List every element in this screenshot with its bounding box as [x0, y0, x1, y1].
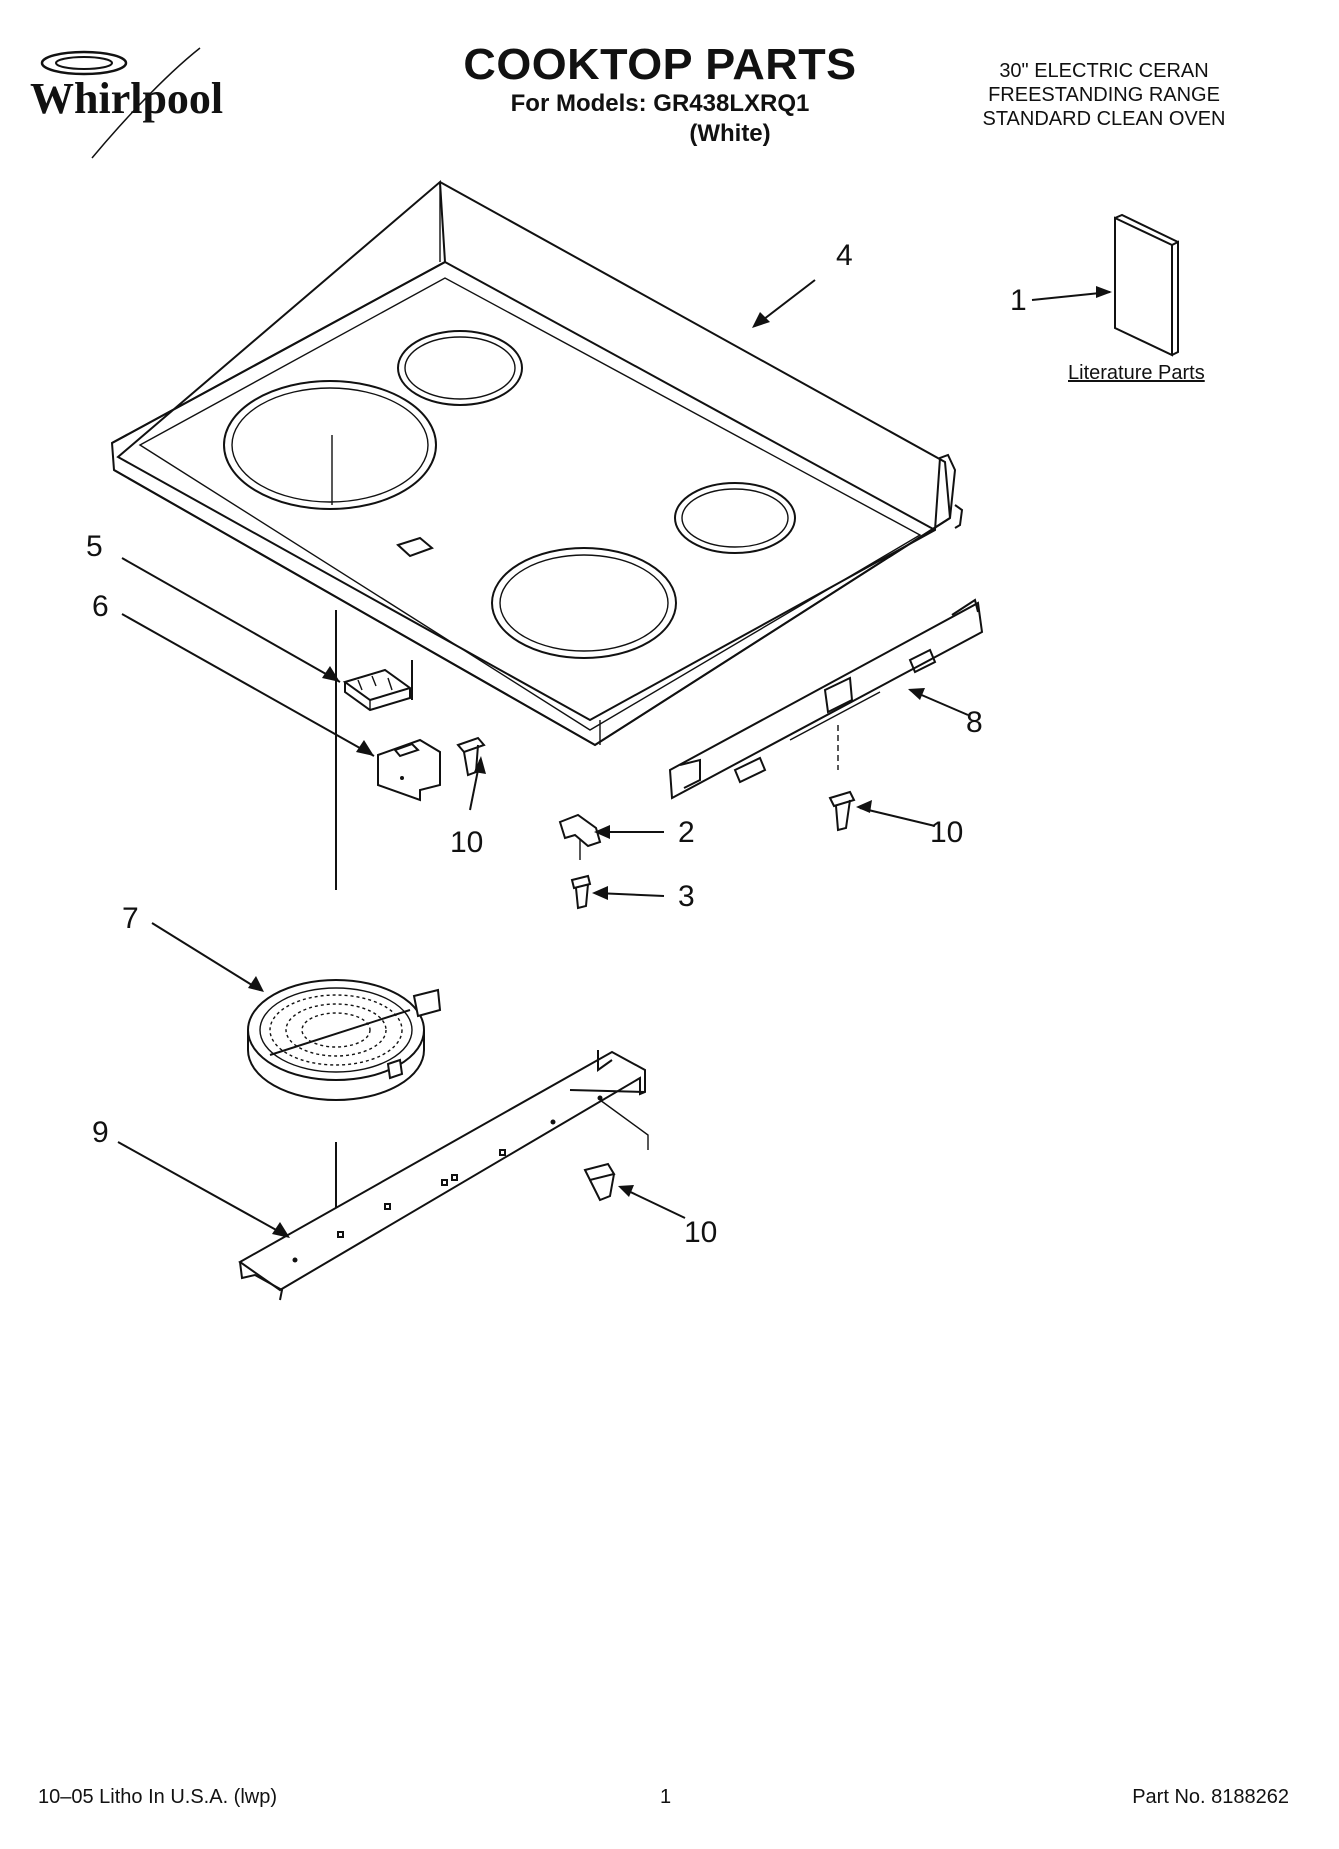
callout-10-front-rail-screw: 10	[684, 1216, 717, 1249]
callout-3: 3	[678, 880, 695, 913]
color-line: (White)	[689, 120, 771, 147]
literature-parts-label: Literature Parts	[1068, 362, 1205, 384]
leader-lines	[117, 279, 1112, 1238]
screw-part	[456, 736, 486, 777]
literature-part	[1114, 213, 1179, 357]
callout-1: 1	[1010, 284, 1027, 317]
clip-screw-part	[570, 874, 592, 910]
rail-screw-part	[828, 790, 856, 832]
footer-page-number: 1	[660, 1786, 672, 1808]
callout-10-rail-screw: 10	[930, 816, 963, 849]
spec-line-2: FREESTANDING RANGE	[988, 84, 1220, 106]
front-rail-screw-part	[583, 1162, 616, 1202]
rear-rail-part	[668, 598, 984, 800]
whirlpool-logo: Whirlpool	[30, 47, 223, 159]
switch-part	[342, 668, 413, 712]
page-title: COOKTOP PARTS	[463, 40, 857, 89]
clip-part	[558, 813, 602, 848]
callout-4: 4	[836, 239, 853, 272]
footer-litho: 10–05 Litho In U.S.A. (lwp)	[38, 1786, 278, 1808]
bracket-part	[377, 738, 441, 802]
callout-5: 5	[86, 530, 103, 563]
spec-line-3: STANDARD CLEAN OVEN	[982, 108, 1226, 130]
logo-wordmark: Whirlpool	[30, 74, 223, 123]
callout-9: 9	[92, 1116, 109, 1149]
spec-line-1: 30" ELECTRIC CERAN	[999, 60, 1209, 82]
callout-2: 2	[678, 816, 695, 849]
callout-8: 8	[966, 706, 983, 739]
footer-part-number: Part No. 8188262	[1132, 1786, 1289, 1808]
cooktop-part	[110, 179, 964, 747]
radiant-element-part	[247, 979, 442, 1101]
models-line: For Models: GR438LXRQ1	[510, 90, 810, 117]
front-rail-part	[238, 1050, 649, 1301]
callout-6: 6	[92, 590, 109, 623]
callout-10-bracket-screw: 10	[450, 826, 483, 859]
callout-7: 7	[122, 902, 139, 935]
